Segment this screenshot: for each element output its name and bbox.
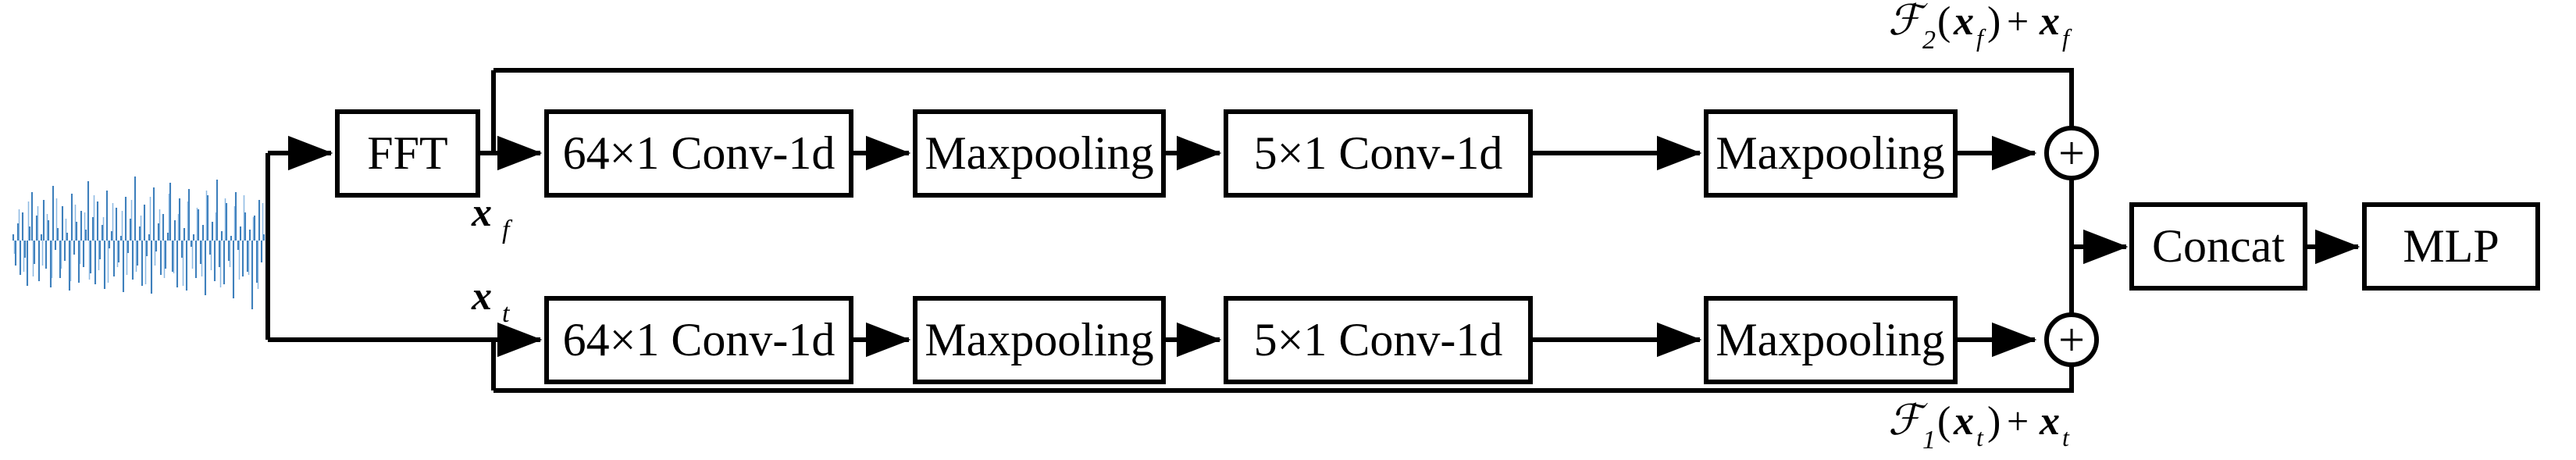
block-mlp-label: MLP xyxy=(2403,220,2499,272)
block-concat: Concat xyxy=(2129,202,2307,291)
residual-freq-index: 2 xyxy=(1922,26,1936,55)
block-time-maxpool-2-label: Maxpooling xyxy=(1716,314,1944,366)
block-time-conv5-label: 5×1 Conv-1d xyxy=(1254,314,1503,366)
block-time-conv64: 64×1 Conv-1d xyxy=(544,296,853,384)
residual-freq-open: ( xyxy=(1937,0,1951,44)
block-freq-maxpool-1: Maxpooling xyxy=(913,109,1166,198)
adder-frequency-label: + xyxy=(2058,127,2085,179)
input-signal-waveform xyxy=(12,177,268,319)
residual-time-close: ) xyxy=(1987,399,2001,444)
block-freq-maxpool-2: Maxpooling xyxy=(1704,109,1958,198)
block-time-conv5: 5×1 Conv-1d xyxy=(1224,296,1533,384)
residual-freq-plus: + xyxy=(2007,0,2029,43)
residual-time-var2-sub: t xyxy=(2062,423,2070,451)
block-freq-conv5: 5×1 Conv-1d xyxy=(1224,109,1533,198)
residual-time-plus: + xyxy=(2007,399,2029,443)
residual-freq-close: ) xyxy=(1987,0,2001,44)
block-freq-conv64-label: 64×1 Conv-1d xyxy=(563,127,836,179)
adder-time-label: + xyxy=(2058,314,2085,366)
block-freq-maxpool-1-label: Maxpooling xyxy=(925,127,1153,179)
block-concat-label: Concat xyxy=(2152,220,2285,272)
block-fft: FFT xyxy=(335,109,480,198)
block-mlp: MLP xyxy=(2362,202,2540,291)
residual-freq-var: x xyxy=(1953,0,1974,44)
block-fft-label: FFT xyxy=(367,127,447,179)
residual-time-var-sub: t xyxy=(1976,423,1984,451)
adder-time: + xyxy=(2044,312,2099,367)
block-freq-maxpool-2-label: Maxpooling xyxy=(1716,127,1944,179)
block-time-maxpool-1: Maxpooling xyxy=(913,296,1166,384)
block-freq-conv64: 64×1 Conv-1d xyxy=(544,109,853,198)
block-freq-conv5-label: 5×1 Conv-1d xyxy=(1254,127,1503,179)
block-time-maxpool-1-label: Maxpooling xyxy=(925,314,1153,366)
svg-text:x: x xyxy=(471,274,492,319)
wire-freq-residual-skip xyxy=(493,68,2074,128)
svg-text:t: t xyxy=(502,299,511,328)
input-split-wires xyxy=(265,153,270,340)
signal-label-xt: x t xyxy=(471,274,511,328)
residual-time-var: x xyxy=(1953,399,1974,444)
wire-time-residual-skip xyxy=(493,365,2074,393)
adder-frequency: + xyxy=(2044,126,2099,180)
residual-time-index: 1 xyxy=(1922,426,1936,455)
block-time-maxpool-2: Maxpooling xyxy=(1704,296,1958,384)
residual-freq-var2: x xyxy=(2039,0,2060,44)
residual-time-open: ( xyxy=(1937,399,1951,444)
residual-time-var2: x xyxy=(2039,399,2060,444)
svg-text:x: x xyxy=(471,191,492,235)
block-time-conv64-label: 64×1 Conv-1d xyxy=(563,314,836,366)
